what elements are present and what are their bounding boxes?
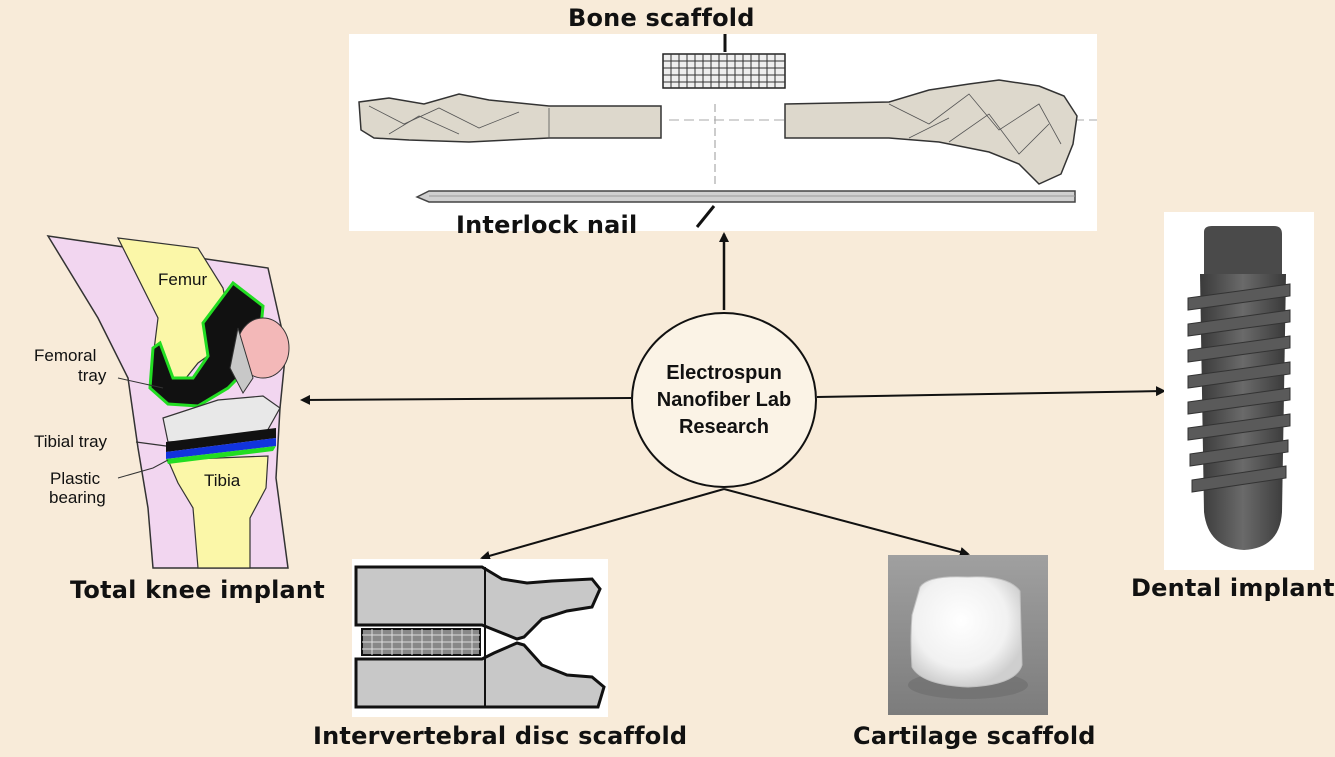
knee-label-tibia: Tibia [204, 471, 241, 490]
dental-implant-title: Dental implant [1131, 574, 1335, 602]
disc-scaffold-image [352, 559, 608, 717]
cartilage-scaffold-image [888, 555, 1048, 715]
knee-label-plastic-1: Plastic [50, 469, 101, 488]
arrow-to-knee-implant [300, 394, 632, 405]
bone-scaffold-title: Bone scaffold [568, 4, 755, 32]
knee-implant-title: Total knee implant [70, 576, 325, 604]
arrow-to-cartilage-scaffold [723, 488, 970, 557]
hub-line-2: Nanofiber Lab [656, 388, 792, 411]
arrow-to-dental-implant [816, 386, 1166, 398]
hub-text: Electrospun Nanofiber Lab Research [657, 360, 791, 441]
knee-label-plastic-2: bearing [49, 488, 106, 507]
cartilage-scaffold-title: Cartilage scaffold [853, 722, 1096, 750]
bone-scaffold-image [349, 34, 1097, 231]
knee-label-femoral-tray-1: Femoral [34, 346, 97, 365]
arrow-to-disc-scaffold [480, 488, 725, 561]
disc-scaffold-title: Intervertebral disc scaffold [313, 722, 688, 750]
knee-label-femur: Femur [158, 270, 208, 289]
hub-circle: Electrospun Nanofiber Lab Research [631, 312, 817, 488]
knee-label-tibial-tray: Tibial tray [34, 432, 108, 451]
dental-implant-image [1164, 212, 1314, 570]
hub-line-3: Research [678, 415, 770, 438]
knee-implant-image: Femur Femoral tray Tibial tray Plastic b… [18, 228, 298, 573]
interlock-nail-label: Interlock nail [456, 211, 638, 239]
hub-line-1: Electrospun [666, 361, 782, 384]
knee-label-femoral-tray-2: tray [78, 366, 107, 385]
